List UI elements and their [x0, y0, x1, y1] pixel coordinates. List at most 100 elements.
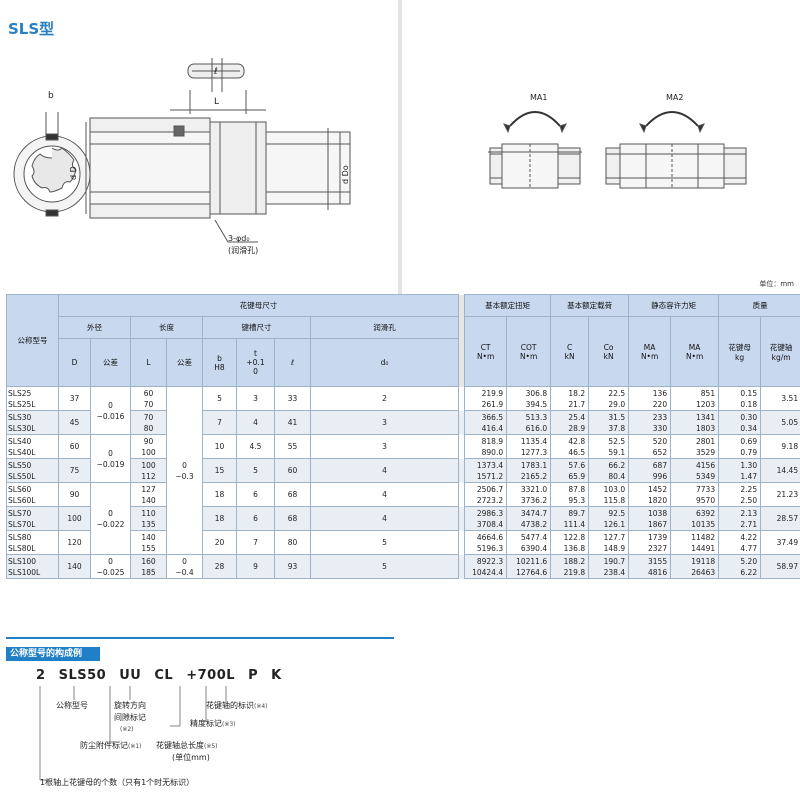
cell-t: 5 [236, 458, 275, 483]
cell-b: 15 [202, 458, 237, 483]
cell-ell: 68 [274, 482, 311, 507]
cell-shaft-mass: 37.49 [760, 530, 800, 555]
code-part-cl: CL [154, 668, 174, 683]
label-rotation-1: 旋转方向 [114, 701, 146, 710]
fig-label-dDo: d Do [341, 165, 350, 184]
fig-label-ma1: MA1 [530, 93, 547, 102]
label-accuracy: 精度标记(※3) [190, 719, 236, 728]
cell-tol-L: 0−0.3 [166, 386, 203, 555]
cell-shaft-mass: 58.97 [760, 554, 800, 579]
th-torque: 基本额定扭矩 [464, 294, 552, 317]
cell-d0: 3 [309, 434, 460, 459]
cell-D: 60 [58, 434, 91, 459]
cell-shaft-mass: 14.45 [760, 458, 800, 483]
code-part-uu: UU [119, 668, 142, 683]
cell-t: 4 [236, 410, 275, 435]
label-rotation-note: (※2) [120, 726, 134, 733]
cell-b: 18 [202, 506, 237, 531]
th-d0: d₀ [309, 338, 460, 387]
cell-d0: 5 [309, 530, 460, 555]
cell-shaft-mass: 28.57 [760, 506, 800, 531]
code-part-length: +700L [186, 668, 236, 683]
code-part-model: SLS50 [58, 668, 107, 683]
cell-shaft-mass: 9.18 [760, 434, 800, 459]
label-rotation-2: 间隙标记 [114, 713, 146, 722]
fig-label-ma2: MA2 [666, 93, 683, 102]
cell-tol-D: 0−0.019 [90, 434, 131, 483]
cell-b: 5 [202, 386, 237, 411]
label-model: 公称型号 [56, 701, 88, 710]
spec-table: 公称型号 花键母尺寸 基本额定扭矩 基本额定载荷 静态容许力矩 质量 外径 长度… [6, 294, 800, 579]
code-part-k: K [271, 668, 282, 683]
cell-b: 18 [202, 482, 237, 507]
cell-ell: 68 [274, 506, 311, 531]
label-dust: 防尘附件标记(※1) [80, 741, 142, 750]
model-code-leaders [39, 686, 227, 781]
th-nut-dims: 花键母尺寸 [57, 294, 460, 317]
cell-t: 6 [236, 482, 275, 507]
th-ell: ℓ [274, 338, 311, 387]
cell-t: 7 [236, 530, 275, 555]
cell-tol-D: 0−0.022 [90, 482, 131, 555]
section-rule [6, 637, 394, 639]
fig-label-dD: d D [69, 166, 78, 180]
fig-label-oil-hole: 3-φd₀ [228, 234, 250, 243]
cell-d0: 4 [309, 458, 460, 483]
cell-t: 3 [236, 386, 275, 411]
cell-D: 140 [58, 554, 91, 579]
th-mass: 质量 [718, 294, 800, 317]
cell-b: 28 [202, 554, 237, 579]
cell-D: 120 [58, 530, 91, 555]
cell-b: 20 [202, 530, 237, 555]
